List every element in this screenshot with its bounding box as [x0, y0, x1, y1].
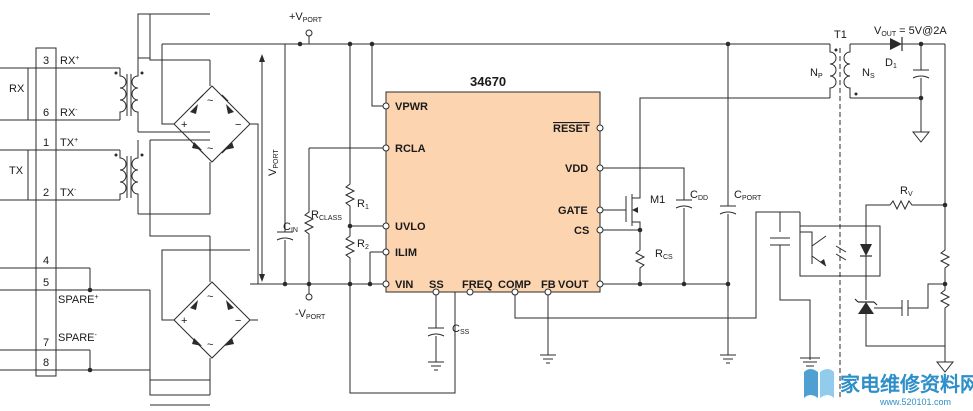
- pin-number-1: 1: [43, 137, 49, 149]
- bridge-rectifiers: ~ ~ + − ~ ~ + −: [161, 44, 259, 395]
- pin-reset: RESET: [553, 123, 590, 135]
- pin-number-3: 3: [43, 55, 49, 67]
- ic-body: [385, 91, 601, 293]
- pin-uvlo: UVLO: [395, 221, 426, 233]
- pin-vout: VOUT: [558, 279, 589, 291]
- supply-rails: +VPORT -VPORT VPORT: [162, 11, 830, 321]
- css-label: CSS: [452, 323, 470, 336]
- controller-ic-34670: 34670 VPWR RCLA UVLO ILIM VIN RESET VDD …: [382, 74, 604, 296]
- pin-fb: FB: [541, 279, 556, 291]
- flyback-transformer-t1: T1 NP NS: [810, 29, 875, 400]
- pin-cs: CS: [574, 225, 589, 237]
- watermark: 家电维修资料网 www.520101.com: [804, 369, 973, 407]
- vout-spec-label: VOUT = 5V@2A: [874, 25, 947, 38]
- rx-minus-label: RX-: [60, 107, 78, 119]
- pin-rcla: RCLA: [395, 143, 426, 155]
- rj45-connector: 3 6 1 2 4 5 7 8 RX TX: [0, 47, 150, 377]
- tx-label: TX: [9, 165, 24, 177]
- watermark-url: www.520101.com: [879, 397, 951, 407]
- optocoupler: [799, 225, 881, 277]
- pin-number-4: 4: [43, 255, 49, 267]
- watermark-text: 家电维修资料网: [840, 372, 973, 396]
- cport-label: CPORT: [734, 189, 762, 202]
- svg-text:~: ~: [207, 291, 213, 303]
- secondary-output: D1 VOUT = 5V@2A: [850, 25, 947, 143]
- m1-label: M1: [650, 194, 665, 206]
- pin-number-5: 5: [43, 277, 49, 289]
- signal-labels: RX+ RX- TX+ TX- SPARE+ SPARE-: [58, 55, 99, 344]
- spare-minus-label: SPARE-: [58, 332, 97, 344]
- svg-text:+: +: [181, 119, 187, 131]
- input-network: CIN RCLASS R1 R2: [276, 41, 456, 394]
- pin-number-8: 8: [43, 357, 49, 369]
- soft-start-and-fb: CSS: [427, 211, 800, 371]
- rv-label: RV: [900, 185, 913, 198]
- rx-label: RX: [9, 83, 25, 95]
- pin-ss: SS: [429, 279, 444, 291]
- cdd-label: CDD: [690, 189, 708, 202]
- svg-text:~: ~: [207, 95, 213, 107]
- pin-ilim: ILIM: [395, 247, 417, 259]
- svg-text:−: −: [235, 315, 241, 327]
- pin-gate: GATE: [558, 205, 588, 217]
- connector-body: [35, 47, 57, 377]
- tx-plus-label: TX+: [60, 137, 78, 149]
- pin-freq: FREQ: [462, 279, 493, 291]
- rx-plus-label: RX+: [60, 55, 79, 67]
- svg-text:+: +: [181, 315, 187, 327]
- isolation-transformers: [114, 13, 210, 406]
- r1-label: R1: [357, 198, 369, 211]
- vport-label: VPORT: [267, 149, 280, 176]
- watermark-logo-icon: [804, 369, 834, 398]
- switch-stage: M1 RCS CDD CPORT: [603, 41, 830, 364]
- svg-text:~: ~: [207, 339, 213, 351]
- ic-title: 34670: [470, 74, 506, 89]
- pin-number-6: 6: [43, 107, 49, 119]
- pin-vin: VIN: [395, 279, 413, 291]
- vport-neg-label: -VPORT: [295, 308, 326, 321]
- np-label: NP: [810, 67, 823, 80]
- vport-pos-label: +VPORT: [289, 11, 323, 24]
- optocoupler-feedback: RV: [770, 44, 955, 373]
- svg-text:~: ~: [207, 143, 213, 155]
- pin-number-2: 2: [43, 187, 49, 199]
- rclass-label: RCLASS: [311, 209, 342, 222]
- cin-label: CIN: [283, 221, 298, 234]
- pin-vpwr: VPWR: [395, 101, 428, 113]
- tx-minus-label: TX-: [60, 187, 77, 199]
- spare-plus-label: SPARE+: [58, 294, 99, 306]
- pin-number-7: 7: [43, 337, 49, 349]
- svg-text:−: −: [235, 119, 241, 131]
- ns-label: NS: [862, 67, 875, 80]
- d1-label: D1: [885, 57, 897, 70]
- rcs-label: RCS: [655, 248, 673, 261]
- pin-comp: COMP: [498, 279, 531, 291]
- r2-label: R2: [357, 238, 369, 251]
- pin-vdd: VDD: [565, 163, 588, 175]
- t1-label: T1: [834, 29, 847, 41]
